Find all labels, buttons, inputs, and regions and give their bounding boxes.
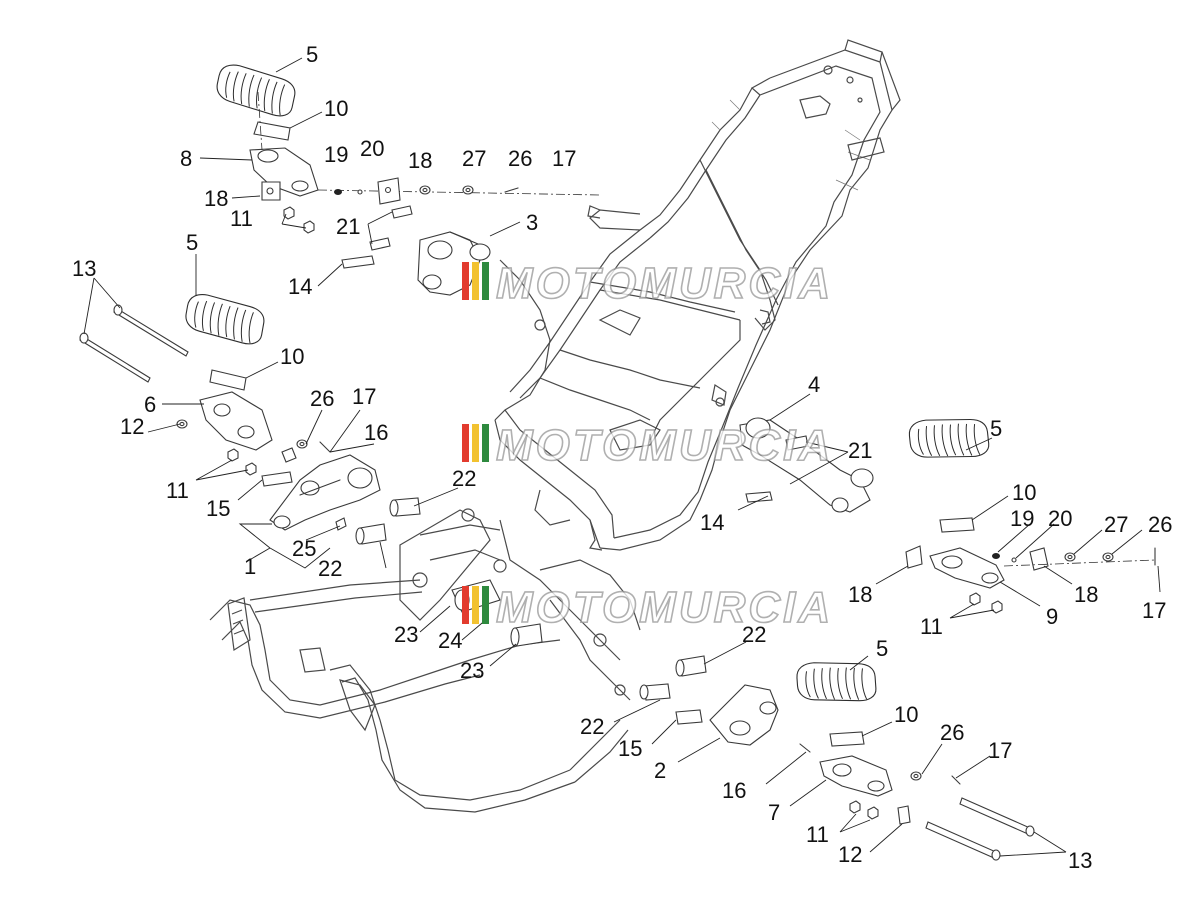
pins-22-left: [355, 497, 421, 545]
watermark-stripe-yellow: [472, 586, 479, 624]
footpeg-front-right: [795, 658, 961, 825]
long-bolts-13-right: [925, 797, 1035, 861]
leader-lines: [83, 57, 1161, 857]
footpeg-rear-right: [905, 413, 1156, 614]
callout-17-a: 17: [552, 146, 576, 171]
watermark-text: MOTOMURCIA: [496, 421, 833, 470]
callout-17-b: 17: [352, 384, 376, 409]
footpeg-bracket-left-1: [261, 454, 381, 531]
callout-22-c: 22: [742, 622, 766, 647]
callout-15-a: 15: [206, 496, 230, 521]
watermark-stripe-yellow: [472, 424, 479, 462]
callout-26-b: 26: [310, 386, 334, 411]
callout-17-d: 17: [988, 738, 1012, 763]
callout-10-d: 10: [894, 702, 918, 727]
watermark-middle: MOTOMURCIA: [462, 420, 833, 471]
callout-10-b: 10: [280, 344, 304, 369]
callout-14-b: 14: [700, 510, 724, 535]
callout-16-b: 16: [722, 778, 746, 803]
footpeg-rear-left: [212, 61, 601, 234]
callout-11-d: 11: [806, 822, 829, 847]
watermark-stripe-green: [482, 424, 489, 462]
callout-22-b: 22: [318, 556, 342, 581]
watermark-stripe-red: [462, 262, 469, 300]
watermark-stripe-red: [462, 586, 469, 624]
callout-9: 9: [1046, 604, 1058, 629]
callout-5-b: 5: [186, 230, 198, 255]
callout-21-b: 21: [848, 438, 872, 463]
callout-19-b: 19: [1010, 506, 1034, 531]
callout-8: 8: [180, 146, 192, 171]
callout-11-a: 11: [230, 206, 253, 231]
callout-10-a: 10: [324, 96, 348, 121]
hardware-row-top: [334, 177, 519, 269]
callout-27-b: 27: [1104, 512, 1128, 537]
callout-labels: 5 10 8 19 20 18 27 26 17 18 21 3 11 13 5…: [72, 42, 1172, 873]
callout-27-a: 27: [462, 146, 486, 171]
callout-20-b: 20: [1048, 506, 1072, 531]
callout-4: 4: [808, 372, 820, 397]
callout-26-d: 26: [940, 720, 964, 745]
lower-cradle: [209, 508, 641, 813]
callout-17-c: 17: [1142, 598, 1166, 623]
watermark-stripe-green: [482, 262, 489, 300]
bracket-left-3: [417, 231, 491, 296]
callout-14-a: 14: [288, 274, 312, 299]
watermark-stripe-green: [482, 586, 489, 624]
callout-23-a: 23: [394, 622, 418, 647]
callout-11-b: 11: [166, 478, 189, 503]
callout-12-a: 12: [120, 414, 144, 439]
callout-12-b: 12: [838, 842, 862, 867]
watermark-bottom: MOTOMURCIA: [462, 582, 833, 633]
watermark-top: MOTOMURCIA: [462, 258, 833, 309]
callout-18-d: 18: [1074, 582, 1098, 607]
callout-10-c: 10: [1012, 480, 1036, 505]
bracket-right-4: [739, 417, 874, 513]
footpeg-bracket-right-2: [639, 655, 779, 746]
callout-23-b: 23: [460, 658, 484, 683]
callout-13-b: 13: [1068, 848, 1092, 873]
main-frame: [494, 39, 901, 551]
callout-26-c: 26: [1148, 512, 1172, 537]
long-bolts-13-left: [79, 304, 189, 383]
callout-18-b: 18: [204, 186, 228, 211]
callout-22-a: 22: [452, 466, 476, 491]
callout-26-a: 26: [508, 146, 532, 171]
callout-15-b: 15: [618, 736, 642, 761]
watermark-text: MOTOMURCIA: [496, 583, 833, 632]
callout-6: 6: [144, 392, 156, 417]
watermark-stripe-yellow: [472, 262, 479, 300]
footpeg-front-left: [176, 291, 331, 476]
watermark-stripe-red: [462, 424, 469, 462]
callout-19-a: 19: [324, 142, 348, 167]
callout-5-a: 5: [306, 42, 318, 67]
callout-18-a: 18: [408, 148, 432, 173]
callout-11-c: 11: [920, 614, 943, 639]
callout-3: 3: [526, 210, 538, 235]
callout-18-c: 18: [848, 582, 872, 607]
watermark-text: MOTOMURCIA: [496, 259, 833, 308]
callout-20-a: 20: [360, 136, 384, 161]
callout-24: 24: [438, 628, 462, 653]
callout-1: 1: [244, 554, 256, 579]
pins-right-mid: [745, 435, 809, 503]
callout-25: 25: [292, 536, 316, 561]
callout-22-d: 22: [580, 714, 604, 739]
callout-13-a: 13: [72, 256, 96, 281]
callout-5-c: 5: [990, 416, 1002, 441]
callout-5-d: 5: [876, 636, 888, 661]
callout-21-a: 21: [336, 214, 360, 239]
callout-16-a: 16: [364, 420, 388, 445]
callout-7: 7: [768, 800, 780, 825]
callout-2: 2: [654, 758, 666, 783]
